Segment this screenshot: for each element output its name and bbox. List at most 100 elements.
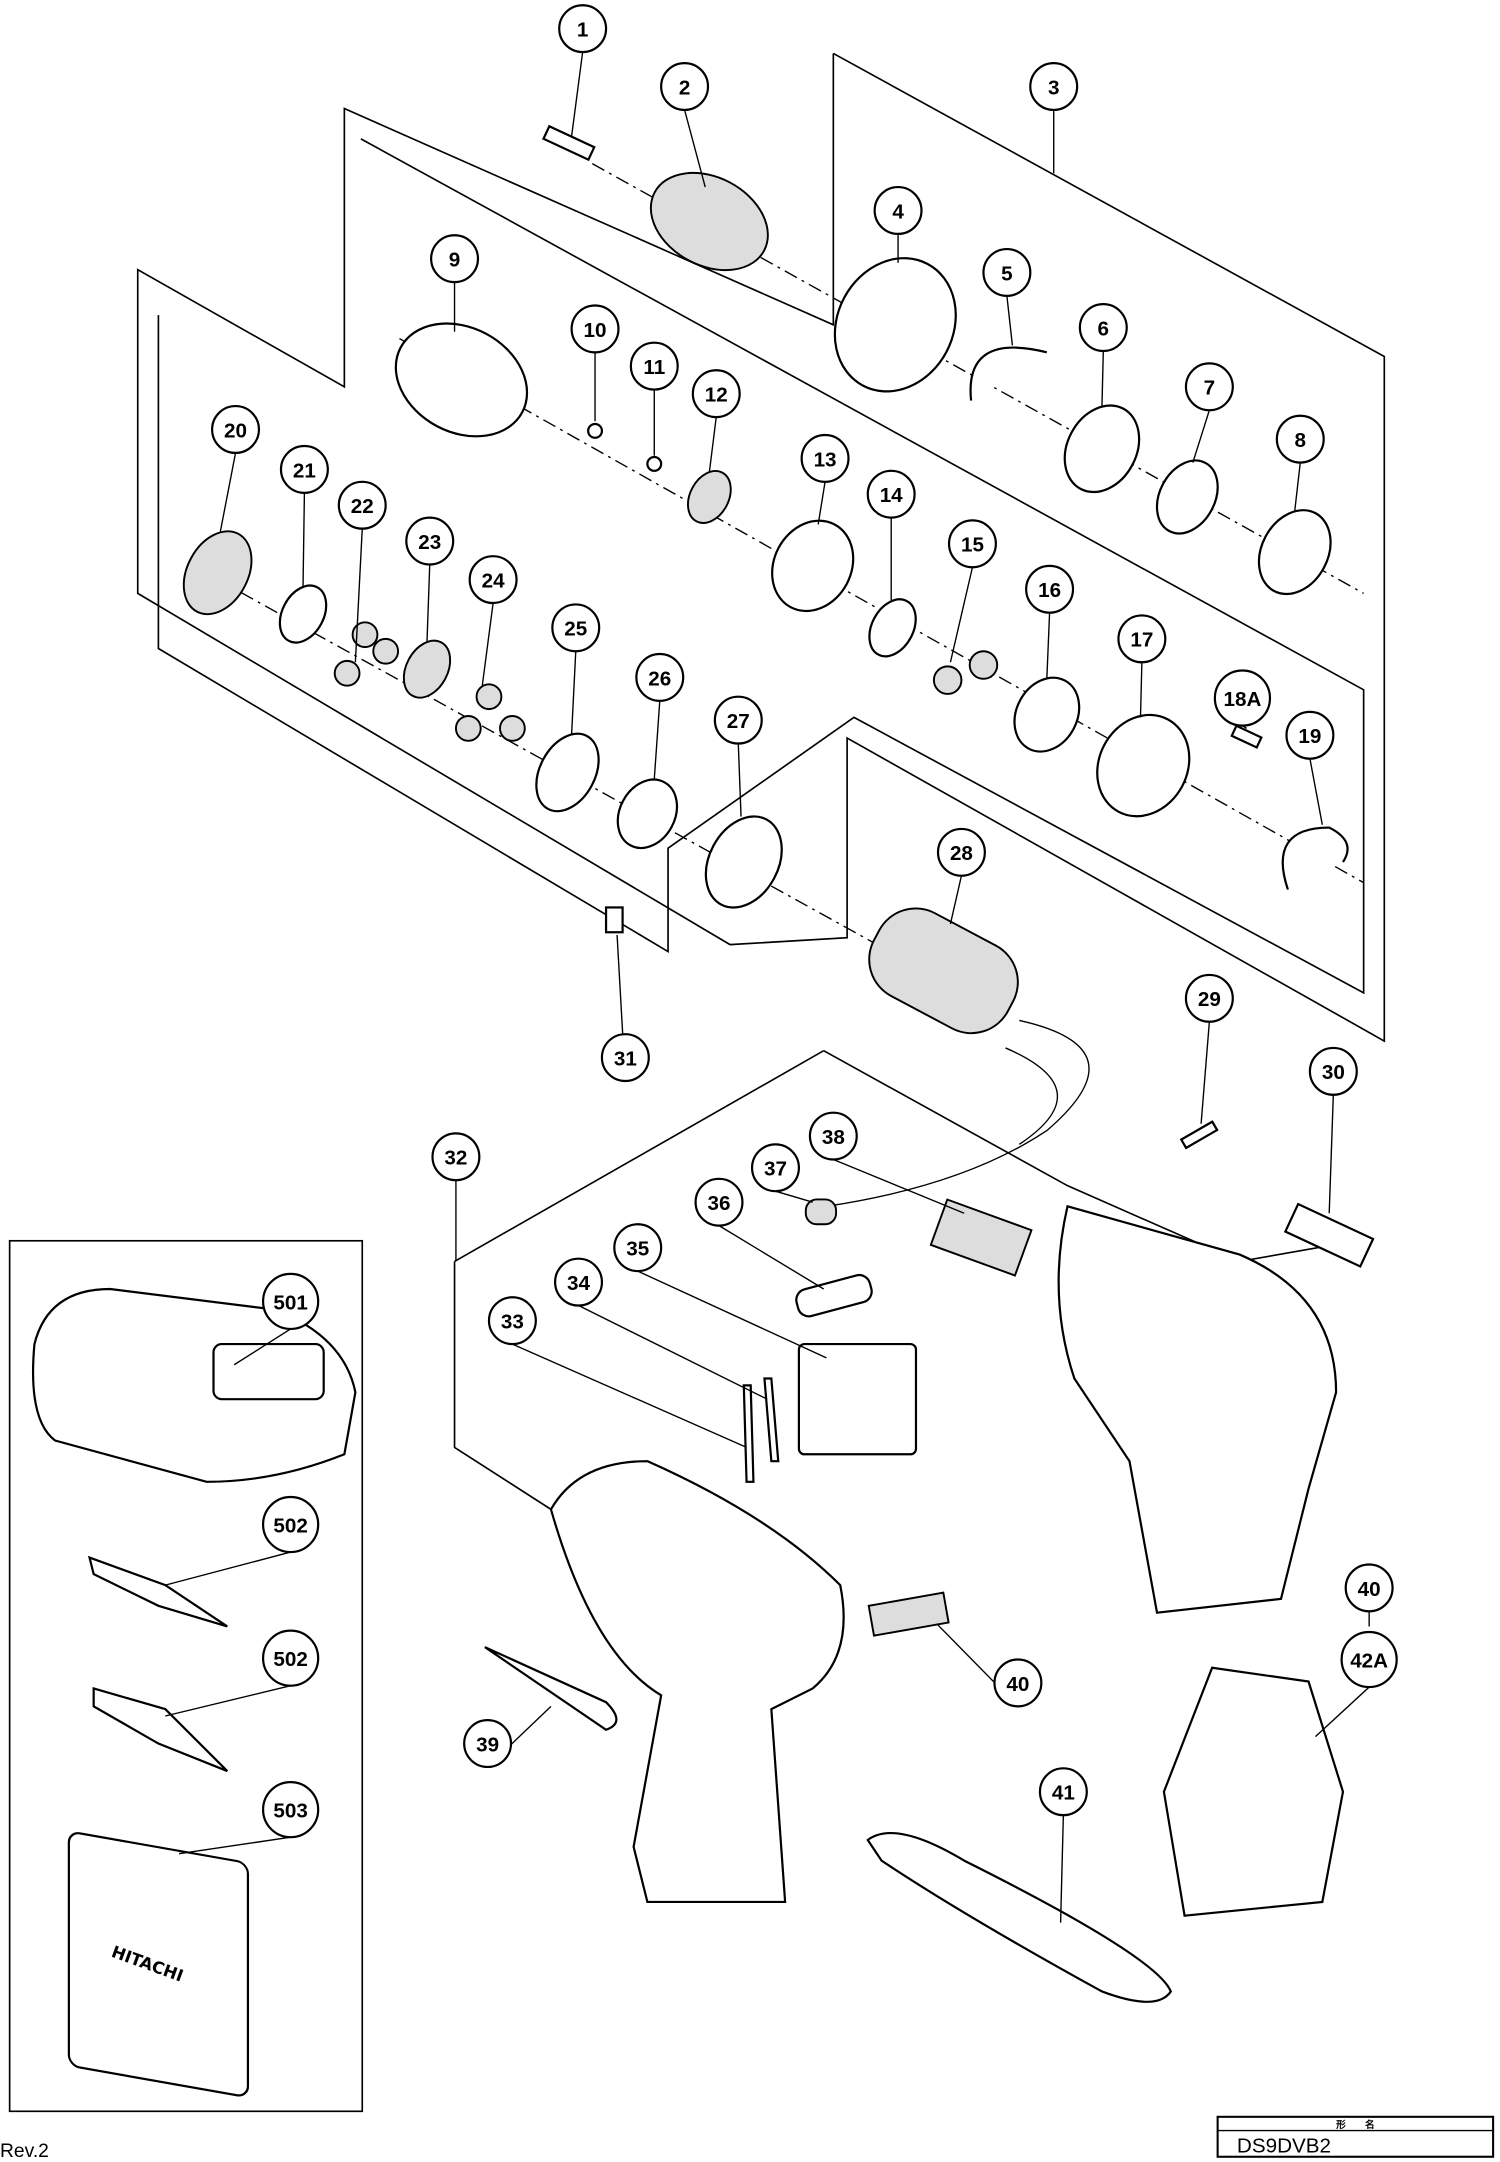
part-39 [484, 1646, 618, 1731]
leader-line [949, 567, 974, 663]
part-washer-26 [616, 778, 679, 850]
charger-socket [212, 1342, 325, 1401]
part-motor-28 [868, 907, 1019, 1035]
callout-label: 23 [418, 531, 441, 554]
part-nut-6 [1063, 404, 1141, 494]
callout-14: 14 [866, 469, 916, 519]
leader-line [1006, 295, 1014, 346]
callout-4: 4 [873, 185, 923, 235]
part-ring-25 [535, 732, 600, 813]
leader-line [1046, 612, 1051, 679]
callout-label: 26 [648, 667, 671, 690]
callout-27: 27 [713, 695, 763, 745]
inset-frame [8, 1239, 364, 2113]
leader-line [1139, 662, 1143, 718]
callout-label: 17 [1130, 629, 1153, 652]
callout-31: 31 [600, 1033, 650, 1083]
leader-line [165, 1551, 291, 1586]
leader-line [512, 1343, 747, 1449]
callout-12: 12 [691, 369, 741, 419]
callout-5: 5 [982, 247, 1032, 297]
callout-20: 20 [211, 404, 261, 455]
leader-line [817, 481, 826, 525]
part-housing-17 [1096, 713, 1191, 818]
part-washer-16 [1013, 676, 1081, 753]
part-gear-15a [932, 665, 963, 695]
callout-8: 8 [1275, 414, 1325, 464]
part-screw-1 [542, 124, 596, 162]
callout-35: 35 [613, 1223, 663, 1273]
callout-label: 40 [1358, 1578, 1381, 1601]
callout-3: 3 [1029, 61, 1079, 112]
callout-19: 19 [1285, 710, 1335, 760]
part-bit-502a [87, 1555, 228, 1628]
callout-label: 7 [1204, 377, 1216, 400]
part-housing-right [1057, 1204, 1338, 1614]
callout-label: 32 [444, 1147, 467, 1170]
group-outlines [136, 52, 1386, 1511]
part-bit-502b [92, 1686, 229, 1773]
parts [182, 124, 1375, 2003]
leader-line [1059, 1815, 1065, 1923]
part-ring-20 [182, 530, 253, 616]
callout-41: 41 [1038, 1767, 1088, 1817]
callout-label: 10 [584, 319, 607, 342]
leader-line [570, 651, 577, 734]
part-gear-22b [351, 621, 379, 649]
callout-40: 40 [993, 1658, 1043, 1708]
callout-18A: 18A [1213, 669, 1272, 727]
leader-line [1328, 1094, 1335, 1214]
callout-label: 22 [351, 495, 374, 518]
callout-label: 33 [501, 1311, 524, 1334]
revision-label: Rev.2 [0, 2141, 49, 2162]
callout-22: 22 [337, 480, 387, 530]
part-screw-29 [1179, 1120, 1219, 1150]
callout-label: 35 [626, 1238, 649, 1261]
part-ring-4 [833, 257, 957, 393]
part-screw-18a [1230, 724, 1263, 749]
leader-line [775, 1190, 813, 1203]
part-gear-24c [499, 715, 526, 742]
callout-37: 37 [750, 1143, 800, 1193]
leader-line [426, 564, 431, 642]
model-box-header: 形 名 [1336, 2119, 1375, 2131]
callout-9: 9 [430, 234, 480, 284]
leader-line [1200, 1021, 1211, 1124]
part-spring-5 [969, 346, 1048, 401]
leader-line [949, 875, 963, 925]
part-gear-22c [372, 637, 400, 665]
part-gear-23 [402, 639, 452, 699]
leader-line [637, 1270, 827, 1359]
callout-42A: 42A [1340, 1630, 1398, 1689]
callout-label: 13 [814, 448, 837, 471]
callout-503: 503 [261, 1781, 320, 1839]
part-38 [929, 1198, 1033, 1277]
callout-label: 40 [1006, 1673, 1029, 1696]
part-label-30 [1283, 1202, 1375, 1268]
callout-label: 41 [1052, 1782, 1075, 1805]
part-gear-22a [333, 659, 361, 687]
leader-line [233, 1328, 292, 1366]
callout-label: 19 [1298, 725, 1321, 748]
callout-label: 24 [482, 569, 505, 592]
leader-line [219, 452, 237, 532]
callout-38: 38 [808, 1111, 858, 1161]
callout-label: 502 [273, 1514, 307, 1537]
motor-wires [826, 1019, 1090, 1208]
callout-32: 32 [431, 1132, 481, 1182]
leader-line [570, 51, 584, 137]
part-plate-27 [704, 815, 783, 909]
callout-501: 501 [261, 1272, 320, 1331]
callout-23: 23 [405, 516, 455, 566]
callout-24: 24 [468, 555, 518, 605]
leader-line [653, 700, 661, 780]
callout-label: 18A [1223, 688, 1261, 711]
leader-line [302, 492, 306, 587]
leader-line [833, 1158, 965, 1214]
callout-label: 1 [577, 19, 589, 42]
part-battery-42a [1162, 1666, 1345, 1917]
callout-label: 28 [950, 842, 973, 865]
part-case-503 [67, 1832, 250, 2097]
leader-line [165, 1685, 291, 1717]
